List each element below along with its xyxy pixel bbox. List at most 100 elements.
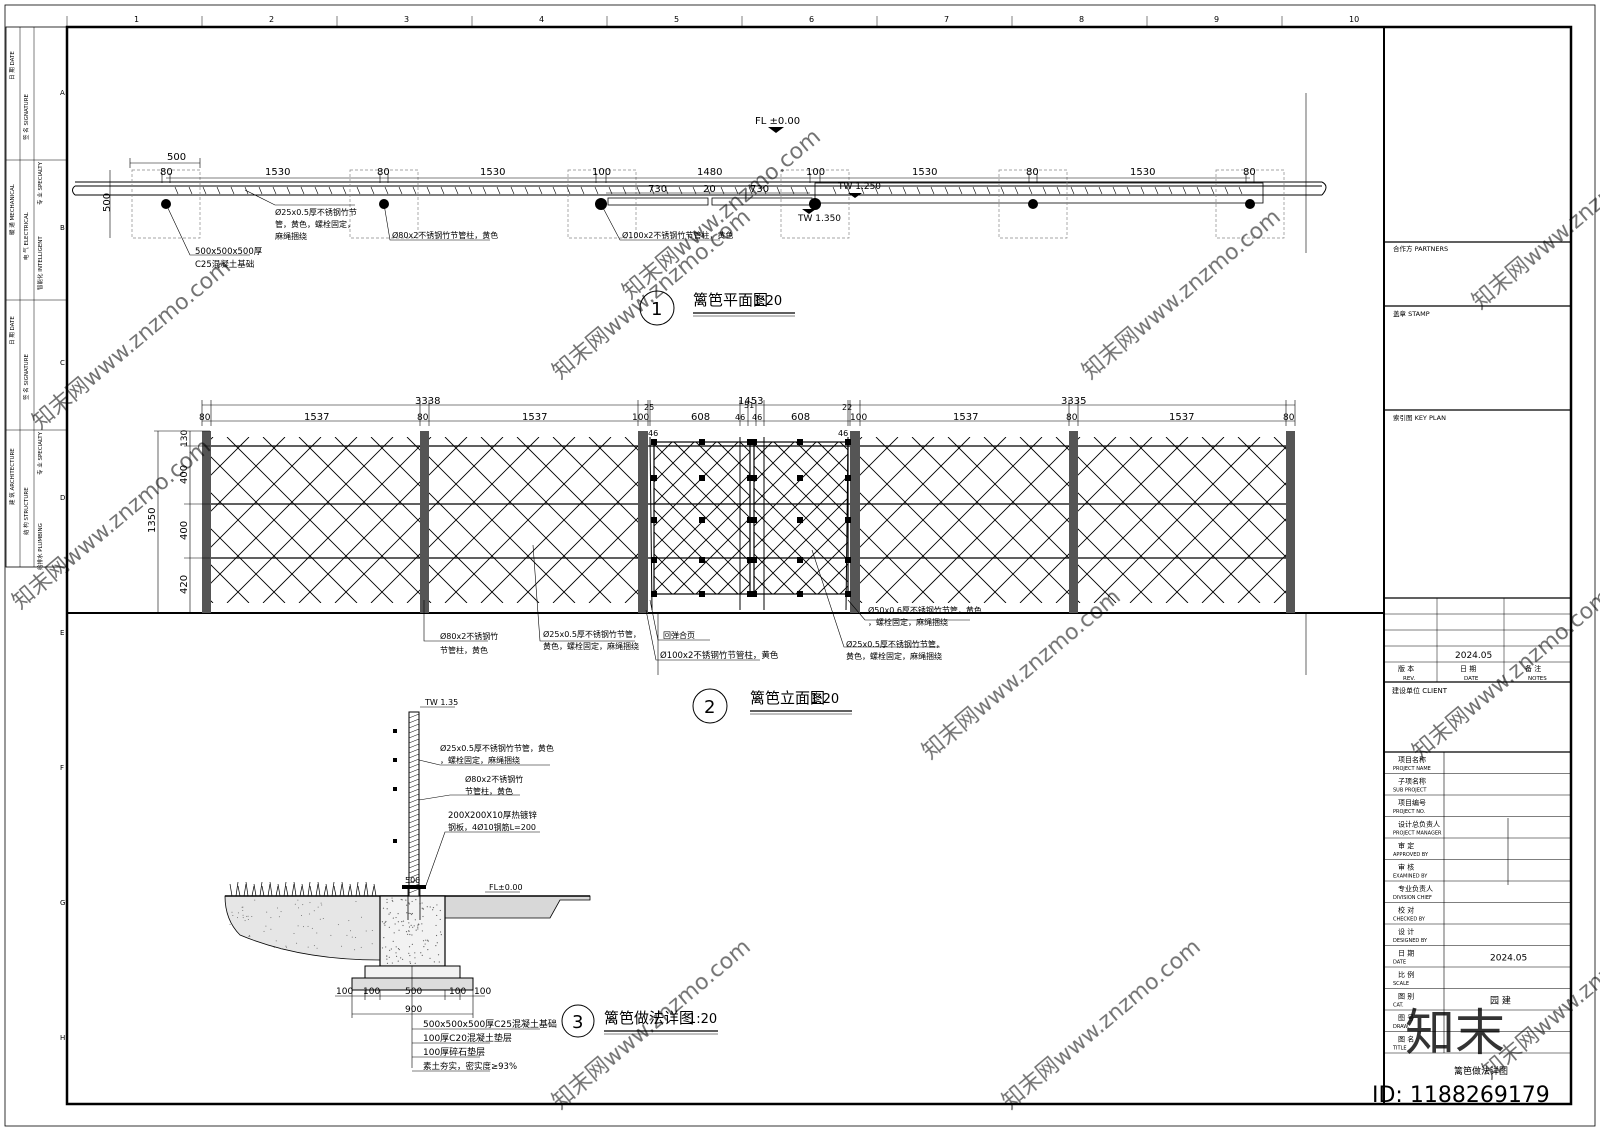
plan-title: 篱笆平面图 <box>693 291 768 309</box>
plan-number-circle <box>639 290 675 326</box>
detail-number-circle <box>561 1004 595 1038</box>
plan-dim: 100 <box>592 167 611 178</box>
elevation-number: 2 <box>704 697 715 718</box>
plan-dim: 20 <box>703 184 716 195</box>
tb-rev-label-en: DATE <box>1464 676 1479 682</box>
tb-field-label-en: SUB PROJECT <box>1393 788 1427 794</box>
post-marker <box>809 198 821 210</box>
elev-dim: 1537 <box>953 412 978 423</box>
elev-dim: 608 <box>791 412 810 423</box>
elev-dim: 46 <box>752 413 762 422</box>
elevation-number-circle <box>692 688 728 724</box>
elev-note: 黄色，螺栓固定，麻绳捆绕 <box>543 641 639 651</box>
tb-field-value: 2024.05 <box>1490 954 1527 964</box>
strip-label: 签 名 SIGNATURE <box>22 353 30 400</box>
elev-note: Ø25x0.5厚不锈钢竹节管， <box>543 629 641 639</box>
detail-layer: 500x500x500厚C25混凝土基础 <box>423 1018 557 1030</box>
detail-bottom-dim: 100 <box>363 987 380 997</box>
detail-tw: TW 1.35 <box>424 698 458 707</box>
elev-height: 420 <box>179 575 190 594</box>
detail-scale: 1:20 <box>688 1012 717 1027</box>
plan-dim: 80 <box>377 167 390 178</box>
strip-label: 智能化 INTELLIGENT <box>36 236 44 290</box>
elevation-scale: 1:20 <box>810 692 839 707</box>
strip-label: 专 业 SPECIALTY <box>36 161 44 205</box>
strip-label: 日 期 DATE <box>9 316 16 345</box>
plan-dim: 80 <box>1243 167 1256 178</box>
watermark-text: 知末网www.znzmo.com <box>1468 134 1600 314</box>
tb-field-label-en: TITLE <box>1392 1046 1407 1052</box>
elev-dim: 22 <box>842 403 852 412</box>
elev-note: 节管柱，黄色 <box>440 645 488 655</box>
plan-scale: 1:20 <box>753 294 782 309</box>
grid-column-label: 3 <box>404 15 409 24</box>
grid-row-label: H <box>60 1034 65 1042</box>
watermark-text: 知末网www.znzmo.com <box>1078 204 1286 384</box>
watermark-id: ID: 1188269179 <box>1372 1083 1550 1108</box>
fence-post <box>850 431 860 613</box>
elev-top-dim: 3335 <box>1061 396 1086 407</box>
detail-layer: 100厚C20混凝土垫层 <box>423 1032 512 1044</box>
tb-field-label-en: PROJECT MANAGER <box>1393 831 1442 837</box>
watermark-text: 知末网www.znzmo.com <box>28 254 236 434</box>
outer-border <box>4 4 1596 1127</box>
fence-post <box>1069 431 1078 613</box>
strip-label: 签 名 SIGNATURE <box>22 93 30 140</box>
elev-note: Ø25x0.5厚不锈钢竹节管， <box>846 639 944 649</box>
elevation-title: 篱笆立面图 <box>750 689 825 707</box>
tb-field-label-en: CAT. <box>1393 1003 1404 1009</box>
elev-height: 130 <box>180 430 190 447</box>
fence-post <box>638 431 648 613</box>
elev-dim: 25 <box>644 403 654 412</box>
fence-post <box>420 431 429 613</box>
strip-label: 专 业 SPECIALTY <box>36 431 44 475</box>
elev-note: Ø80x2不锈钢竹 <box>440 631 498 641</box>
tb-field-label-en: APPROVED BY <box>1393 852 1429 858</box>
tb-drawing-title: 篱笆做法详图 <box>1454 1065 1508 1077</box>
plan-dim: 80 <box>1026 167 1039 178</box>
tb-rev-label-en: REV. <box>1403 676 1415 682</box>
elev-total-height: 1350 <box>147 508 158 533</box>
watermark-text: 知末网www.znzmo.com <box>618 124 826 304</box>
elev-height: 400 <box>179 465 190 484</box>
tb-rev-label: 日 期 <box>1460 665 1476 673</box>
plan-dim: 500 <box>167 152 186 163</box>
fl-level: FL ±0.00 <box>755 116 800 127</box>
elev-note: ，螺栓固定，麻绳捆绕 <box>868 617 948 627</box>
detail-fl: FL±0.00 <box>489 883 523 892</box>
strip-label: 结 构 STRUCTURE <box>22 487 30 535</box>
elev-dim: 608 <box>691 412 710 423</box>
plan-dim: 1530 <box>480 167 505 178</box>
grid-column-label: 2 <box>269 15 274 24</box>
plan-dim: 1530 <box>265 167 290 178</box>
watermark-logo: 知末 <box>1405 1004 1505 1062</box>
elev-sub-dim: 51 <box>744 401 754 410</box>
detail-section: TW 1.35 FL±0.00 Ø25x0.5厚不锈钢竹节管，黄色 ，螺栓固定，… <box>224 698 718 1072</box>
tb-field-label: 审 核 <box>1398 863 1414 872</box>
plan-dim: 1480 <box>697 167 722 178</box>
elev-note: Ø100x2不锈钢竹节管柱，黄色 <box>660 650 779 661</box>
elev-note: 黄色，螺栓固定，麻绳捆绕 <box>846 651 942 661</box>
detail-bottom-dim: 100 <box>474 987 491 997</box>
detail-note: 200X200X10厚热镀锌 <box>448 810 537 821</box>
fence-post <box>202 431 211 613</box>
plan-dim: 730 <box>648 184 667 195</box>
plan-note: 麻绳捆绕 <box>275 231 307 241</box>
watermark-layer: 知末网www.znzmo.com 知末网www.znzmo.com 知末网www.z… <box>8 124 1600 1114</box>
tb-field-label-en: DRAW. <box>1393 1024 1410 1030</box>
detail-dim: 900 <box>405 1005 422 1015</box>
title-block: 合作方 PARTNERS 盖章 STAMP 索引图 KEY PLAN 2024.… <box>1384 241 1571 1077</box>
tb-field-label: 专业负责人 <box>1398 884 1433 893</box>
plan-note: Ø80x2不锈钢竹节管柱，黄色 <box>392 230 498 240</box>
detail-bottom-dim: 100 <box>336 987 353 997</box>
elev-note: 回弹合页 <box>663 630 695 640</box>
grid-row-label: F <box>60 764 64 772</box>
tb-field-label: 图 号 <box>1398 1014 1414 1022</box>
elev-dim: 1537 <box>522 412 547 423</box>
grid-column-label: 4 <box>539 15 544 24</box>
tb-field-label: 设 计 <box>1398 927 1414 936</box>
grid-column-label: 6 <box>809 15 814 24</box>
